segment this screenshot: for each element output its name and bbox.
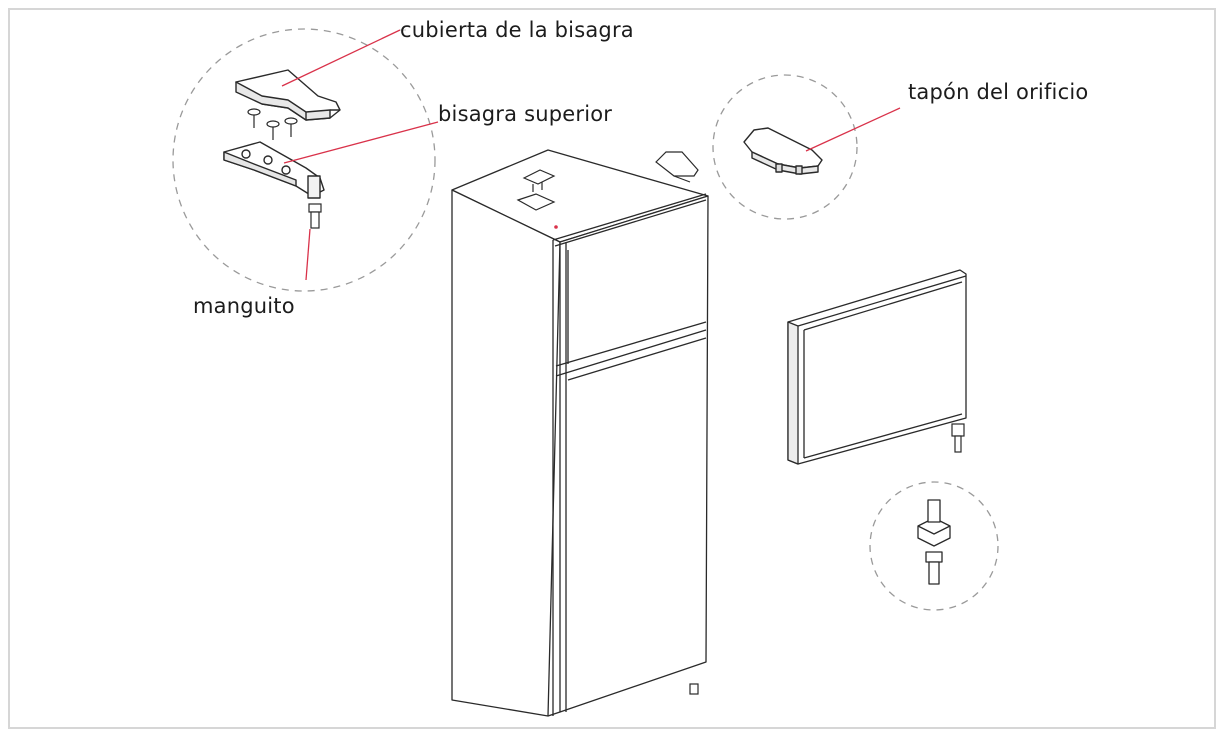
label-sleeve: manguito xyxy=(193,294,295,318)
detail-circle-top-hinge xyxy=(172,28,436,292)
leader-lines xyxy=(281,29,901,281)
label-upper-hinge: bisagra superior xyxy=(438,102,613,126)
detail-circle-hole-plug xyxy=(712,74,858,220)
label-hole-plug: tapón del orificio xyxy=(908,80,1089,104)
leader-sleeve xyxy=(305,228,311,281)
hinge-cover-part xyxy=(235,69,341,121)
leader-hole-plug xyxy=(805,107,901,152)
leader-hinge-cover xyxy=(281,29,401,87)
hinge-screws xyxy=(247,108,298,140)
leader-upper-hinge xyxy=(283,121,439,164)
door-pin xyxy=(951,423,965,453)
detached-door xyxy=(787,269,967,465)
fridge-hinge-marker xyxy=(554,225,558,229)
sleeve-part xyxy=(308,203,322,229)
hole-plug-part xyxy=(743,127,823,175)
upper-hinge-part xyxy=(223,141,325,199)
top-hinge-on-fridge xyxy=(516,169,556,211)
hole-plug-on-fridge xyxy=(655,151,699,183)
refrigerator-body xyxy=(451,149,709,717)
label-hinge-cover: cubierta de la bisagra xyxy=(400,18,634,42)
refrigerator-foot xyxy=(689,683,699,695)
refrigerator-doors xyxy=(552,193,707,716)
detail-circle-bottom-hinge xyxy=(869,481,999,611)
bottom-hinge-pin-part xyxy=(917,499,951,585)
